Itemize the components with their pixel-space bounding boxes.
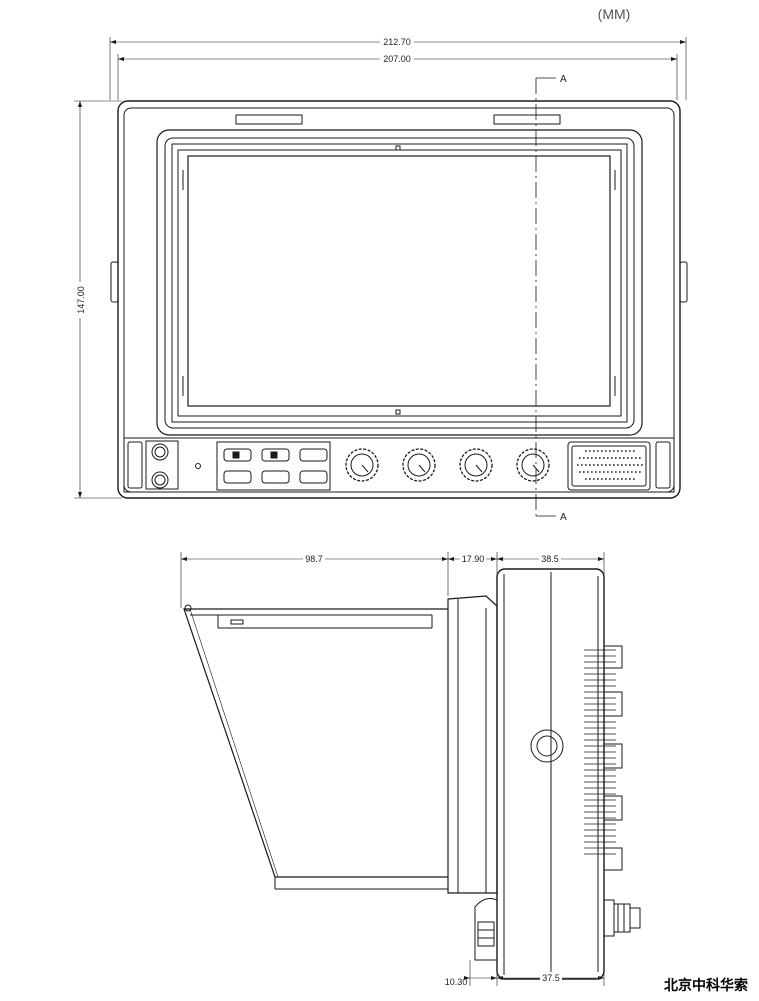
brand-text: 北京中科华索 — [664, 977, 748, 994]
connector-block — [145, 440, 179, 490]
front-view: 212.70 207.00 147.00 — [74, 36, 688, 523]
dim-bezel-depth-text: 17.90 — [462, 554, 485, 564]
speaker-grille — [567, 441, 651, 491]
bnc-connector — [603, 899, 641, 937]
bezel-mount — [447, 595, 498, 894]
lcd-screen — [187, 155, 611, 407]
section-marker-top: A — [560, 74, 567, 85]
top-tab-left — [235, 114, 303, 125]
bezel-inner-edge — [164, 137, 635, 429]
dimension-height: 147.00 — [74, 100, 122, 499]
button-5 — [261, 470, 290, 484]
stand-foot — [474, 898, 498, 961]
sensor-top — [395, 145, 401, 151]
connector-bottom — [151, 471, 169, 489]
side-clip-left — [110, 261, 119, 303]
side-clip-right — [679, 261, 688, 303]
connector-fin-1 — [603, 645, 623, 669]
dim-stand-offset-text: 10.30 — [445, 977, 468, 987]
connector-fin-4 — [603, 795, 623, 821]
knob-3 — [459, 448, 493, 482]
panel-rail-right — [655, 441, 671, 489]
dimension-inner-width: 207.00 — [117, 53, 678, 100]
button-3 — [299, 448, 328, 462]
connector-fin-2 — [603, 691, 623, 717]
top-tab-right — [493, 114, 561, 125]
side-view: 98.7 17.90 38.5 — [180, 552, 641, 987]
button-led — [270, 451, 278, 459]
dimension-overall-width: 212.70 — [109, 36, 687, 100]
mount-hole — [530, 729, 564, 763]
knob-4 — [516, 448, 550, 482]
button-4 — [223, 470, 252, 484]
connector-fin-3 — [603, 743, 623, 769]
dim-body-depth-top-text: 38.5 — [541, 554, 559, 564]
button-1 — [223, 448, 252, 462]
connector-top — [151, 443, 169, 461]
panel-rail-left — [127, 441, 143, 489]
button-led — [232, 451, 240, 459]
screen-bezel — [156, 129, 643, 436]
knob-2 — [402, 448, 436, 482]
button-group — [216, 441, 331, 491]
connector-fin-5 — [603, 847, 623, 871]
control-panel — [123, 437, 675, 493]
button-6 — [299, 470, 328, 484]
units-label: (MM) — [598, 6, 631, 22]
button-2 — [261, 448, 290, 462]
rear-connectors — [584, 645, 641, 937]
dim-overall-width-text: 212.70 — [383, 37, 411, 47]
led-indicator — [195, 463, 201, 469]
dim-hood-depth-text: 98.7 — [305, 554, 323, 564]
monitor-body — [496, 568, 605, 980]
dim-body-depth-bottom-text: 37.5 — [542, 973, 560, 983]
bezel-frame-inner — [177, 149, 622, 417]
bezel-frame — [171, 143, 628, 423]
section-marker-bottom: A — [560, 512, 567, 523]
sensor-bottom — [395, 409, 401, 415]
dim-inner-width-text: 207.00 — [383, 54, 411, 64]
sun-hood — [183, 604, 448, 890]
dim-height-text: 147.00 — [76, 286, 86, 314]
knob-1 — [345, 448, 379, 482]
